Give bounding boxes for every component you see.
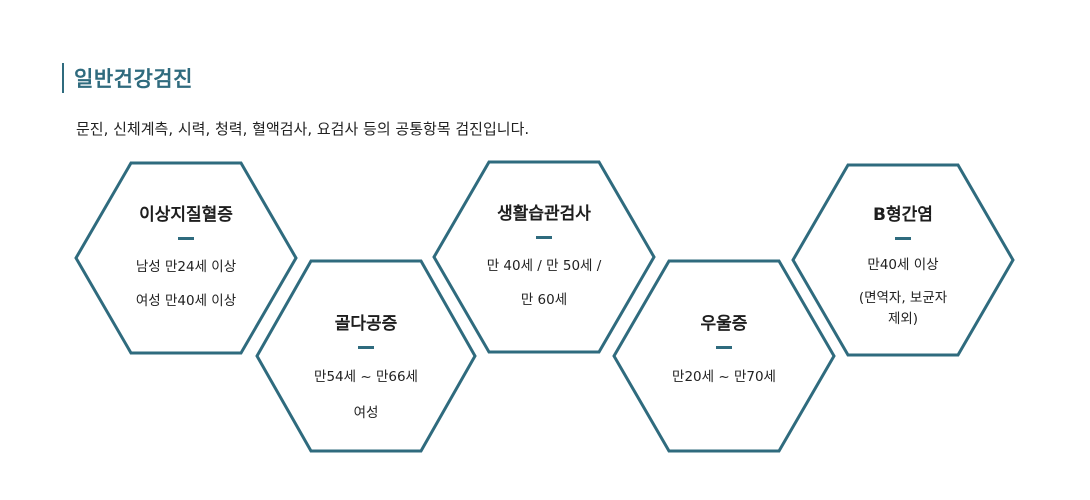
card-title: 생활습관검사	[497, 204, 591, 224]
hexagon-depression	[612, 259, 836, 453]
card-line: 여성 만40세 이상	[135, 293, 237, 309]
card-line: 만20세 ~ 만70세	[672, 369, 776, 385]
section-description: 문진, 신체계측, 시력, 청력, 혈액검사, 요검사 등의 공통항목 검진입니…	[76, 120, 530, 138]
card-title: 우울증	[700, 314, 748, 334]
card-line: (면역자, 보균자	[858, 290, 948, 306]
card-title: B형간염	[873, 205, 933, 225]
card-divider	[536, 236, 552, 239]
hexagon-card-osteoporosis: 골다공증 만54세 ~ 만66세 여성	[266, 312, 466, 431]
hexagon-osteoporosis	[255, 259, 477, 453]
card-line: 남성 만24세 이상	[135, 259, 237, 275]
card-divider	[716, 346, 732, 349]
card-title: 이상지질혈증	[139, 205, 233, 225]
hexagon-card-lifestyle: 생활습관검사 만 40세 / 만 50세 / 만 60세	[444, 202, 644, 317]
hexagon-card-dyslipidemia: 이상지질혈증 남성 만24세 이상 여성 만40세 이상	[86, 203, 286, 318]
card-line: 만40세 이상	[867, 257, 939, 273]
section-title: 일반건강검진	[74, 67, 193, 91]
card-line: 만 60세	[520, 292, 568, 308]
card-title: 골다공증	[334, 314, 398, 334]
card-divider	[178, 237, 194, 240]
card-divider	[895, 237, 911, 240]
card-line: 여성	[353, 405, 379, 421]
hexagon-lifestyle	[432, 160, 656, 354]
hexagon-hepatitis-b	[791, 163, 1015, 357]
hexagon-card-hepatitis-b: B형간염 만40세 이상 (면역자, 보균자 제외)	[803, 203, 1003, 330]
card-divider	[358, 346, 374, 349]
section-header: 일반건강검진	[62, 62, 193, 94]
card-line: 제외)	[887, 311, 919, 327]
hexagon-card-depression: 우울증 만20세 ~ 만70세	[624, 312, 824, 395]
card-line: 만 40세 / 만 50세 /	[486, 258, 602, 274]
hexagon-dyslipidemia	[74, 161, 298, 355]
card-line: 만54세 ~ 만66세	[314, 369, 418, 385]
title-accent-bar	[62, 63, 64, 93]
